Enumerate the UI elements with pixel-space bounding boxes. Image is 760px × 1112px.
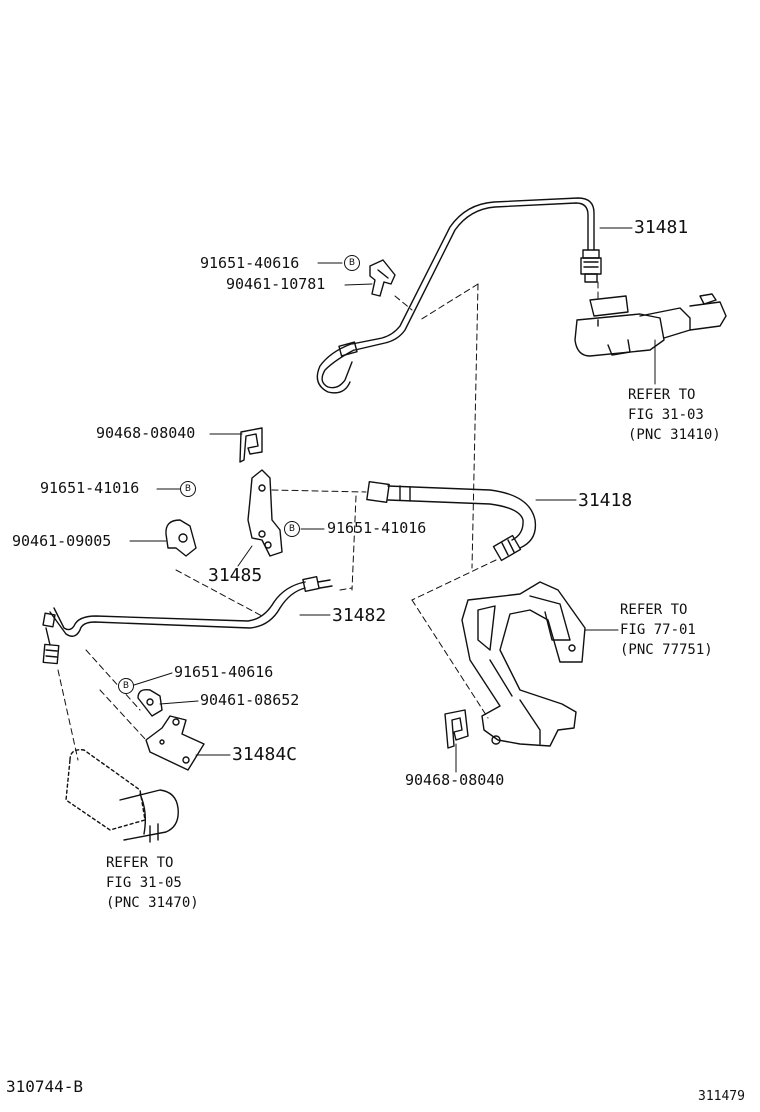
- clutch-tube-31481: [316, 197, 602, 394]
- clip-90468-08040-left: [239, 427, 263, 463]
- bolt-marker-icon: B: [180, 481, 196, 497]
- leader-lines: [129, 227, 656, 773]
- refer-line: FIG 31-05: [106, 875, 182, 891]
- refer-note-bracket: REFER TO FIG 77-01 (PNC 77751): [620, 600, 713, 660]
- release-cylinder-body: [119, 789, 179, 843]
- part-label-31482: 31482: [332, 605, 387, 626]
- part-label-91651-41016-left: 91651-41016: [40, 479, 140, 497]
- refer-line: REFER TO: [620, 602, 688, 618]
- pedal-bracket: [461, 581, 586, 747]
- part-label-91651-40616-top: 91651-40616: [200, 254, 300, 272]
- clutch-tube-31482: [42, 575, 333, 665]
- bracket-31485: [247, 469, 283, 557]
- part-label-31418: 31418: [578, 490, 633, 511]
- part-label-90468-08040-right: 90468-08040: [405, 771, 505, 789]
- refer-line: (PNC 31410): [628, 427, 721, 443]
- part-label-90468-08040-left: 90468-08040: [96, 424, 196, 442]
- refer-line: REFER TO: [106, 855, 174, 871]
- clamp-90461-10781: [369, 259, 396, 297]
- part-label-31481: 31481: [634, 217, 689, 238]
- master-cylinder: [574, 293, 727, 357]
- figure-code: 310744-B: [6, 1077, 84, 1096]
- part-label-91651-41016-mid: 91651-41016: [327, 519, 427, 537]
- refer-line: (PNC 77751): [620, 642, 713, 658]
- part-label-90461-09005: 90461-09005: [12, 532, 112, 550]
- refer-line: REFER TO: [628, 387, 696, 403]
- clamp-90461-09005: [165, 519, 197, 557]
- clamp-90461-08652: [137, 688, 163, 717]
- dashed-connectors: [57, 281, 599, 761]
- part-label-31485: 31485: [208, 565, 263, 586]
- bolt-marker-icon: B: [118, 678, 134, 694]
- bolt-marker-icon: B: [344, 255, 360, 271]
- bracket-31484c: [145, 715, 205, 771]
- flexible-hose-31418: [366, 480, 537, 562]
- part-label-91651-40616-bottom: 91651-40616: [174, 663, 274, 681]
- bolt-marker-icon: B: [284, 521, 300, 537]
- part-label-90461-08652: 90461-08652: [200, 691, 300, 709]
- illustration-number: 311479: [698, 1089, 745, 1104]
- refer-note-master-cylinder: REFER TO FIG 31-03 (PNC 31410): [628, 385, 721, 445]
- release-cylinder: [65, 749, 146, 831]
- part-label-90461-10781: 90461-10781: [226, 275, 326, 293]
- clip-90468-08040-right: [444, 709, 469, 749]
- refer-line: (PNC 31470): [106, 895, 199, 911]
- refer-line: FIG 31-03: [628, 407, 704, 423]
- refer-note-release-cylinder: REFER TO FIG 31-05 (PNC 31470): [106, 853, 199, 913]
- refer-line: FIG 77-01: [620, 622, 696, 638]
- part-label-31484c: 31484C: [232, 744, 298, 765]
